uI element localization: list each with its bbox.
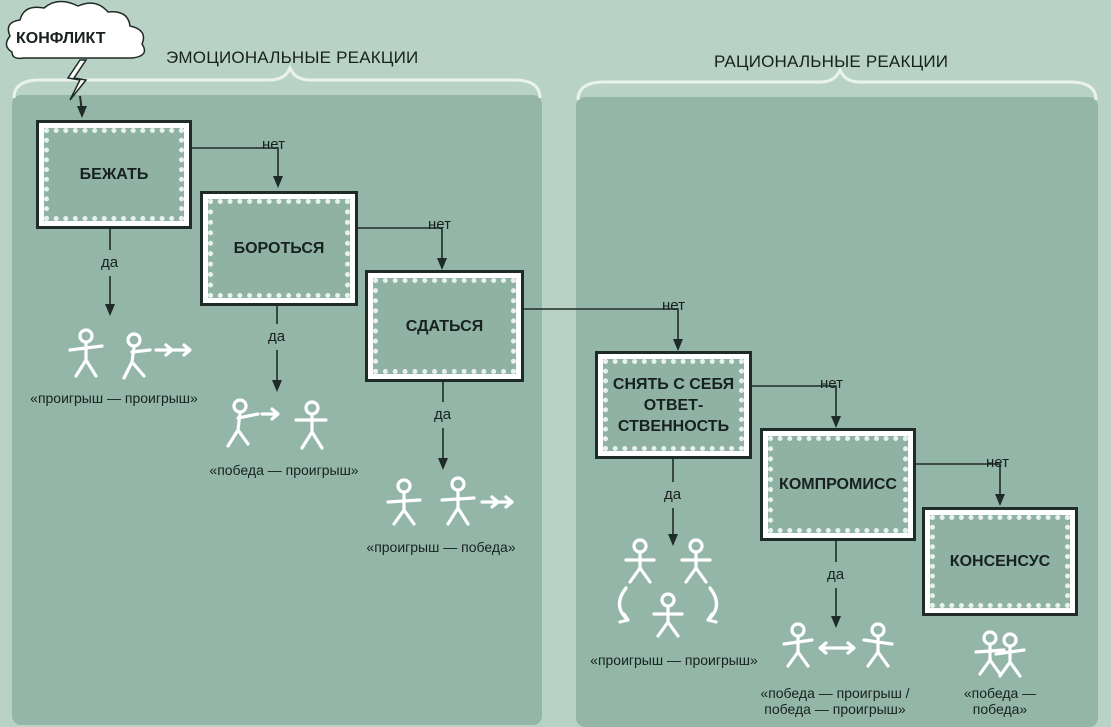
step-label: СДАТЬСЯ [405,317,484,335]
outcome-figures-fight [226,398,328,450]
step-box-compromise: КОМПРОМИСС [760,428,916,541]
outcome-figures-giveup [386,476,514,526]
step-box-consensus: КОНСЕНСУС [922,507,1078,616]
yes-label-give-up: да [434,406,452,423]
yes-label-flee: да [101,254,119,271]
step-box-give-up: СДАТЬСЯ [365,270,524,382]
yes-label-compromise: да [827,566,845,583]
yes-label-fight: да [268,328,286,345]
emotional-reactions-header: ЭМОЦИОНАЛЬНЫЕ РЕАКЦИИ [166,48,419,67]
outcome-caption-compromise: «победа — проигрыш / победа — проигрыш» [760,685,910,717]
step-label: БОРОТЬСЯ [233,240,325,257]
conflict-cloud-icon [5,0,146,60]
outcome-caption-consensus: «победа — победа» [963,685,1037,717]
outcome-caption-flee: «проигрыш — проигрыш» [30,390,198,406]
outcome-figures-deflect [617,538,719,638]
no-label-deflect: нет [820,375,843,392]
no-label-fight: нет [428,216,451,233]
no-label-flee: нет [262,136,285,153]
yes-label-deflect: да [664,486,682,503]
conflict-label: КОНФЛИКТ [16,30,106,47]
outcome-caption-fight: «победа — проигрыш» [209,462,359,478]
rational-brace [576,66,1098,101]
rational-reactions-header: РАЦИОНАЛЬНЫЕ РЕАКЦИИ [714,52,949,71]
outcome-figures-run [68,328,192,380]
step-label: КОМПРОМИСС [779,476,897,493]
outcome-figures-compromise [782,622,894,668]
no-label-compromise: нет [986,454,1009,471]
outcome-caption-give-up: «проигрыш — победа» [366,539,516,555]
step-box-flee: БЕЖАТЬ [36,120,192,229]
lightning-icon [66,59,88,101]
step-label: КОНСЕНСУС [949,553,1051,570]
step-label: БЕЖАТЬ [79,166,149,183]
step-box-fight: БОРОТЬСЯ [200,191,358,306]
emotional-brace [12,64,542,99]
outcome-caption-deflect: «проигрыш — проигрыш» [590,652,758,668]
step-label: СНЯТЬ С СЕБЯ ОТВЕТ- СТВЕННОСТЬ [612,375,735,435]
step-box-deflect: СНЯТЬ С СЕБЯ ОТВЕТ- СТВЕННОСТЬ [595,351,752,459]
outcome-figures-consensus [974,630,1026,678]
no-label-give-up: нет [662,297,685,314]
